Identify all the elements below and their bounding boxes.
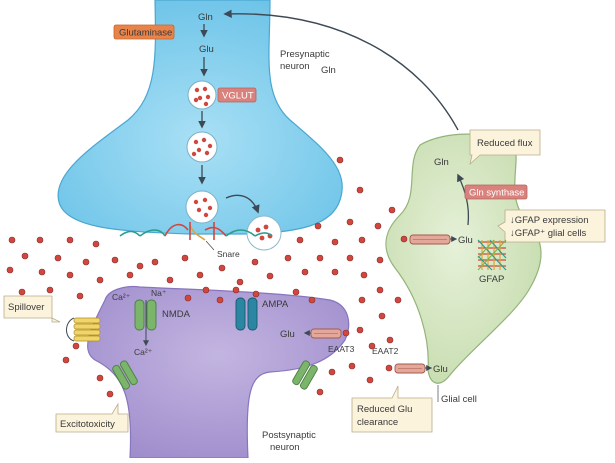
presynaptic-label-1: Presynaptic [280,49,330,60]
gln-synthase-label: Gln synthase [469,188,524,199]
postsynaptic-label-1: Postsynaptic [262,430,316,441]
reduced-flux-callout: Reduced flux [469,129,541,166]
excitotoxicity-callout: Excitotoxicity [55,402,129,433]
ampa-label: AMPA [262,299,289,310]
extrasynaptic-receptor-left [112,360,138,390]
gln-top-label: Gln [198,12,213,23]
gln-synthase-box: Gln synthase [464,184,528,200]
spillover-label: Spillover [8,302,44,313]
nmda-receptor [134,299,157,347]
ampa-receptor [235,297,258,331]
gln-mid-label: Gln [321,65,336,76]
vesicle-2 [186,131,218,163]
snare-leader [205,240,215,251]
excitotoxicity-label: Excitotoxicity [60,419,115,430]
vglut-label: VGLUT [222,91,254,102]
eaat3-transporter [303,328,350,339]
eaat3-label: EAAT3 [328,344,355,354]
presynaptic-label-2: neuron [280,61,310,72]
gfap-label: GFAP [479,274,504,285]
eaat2-label: EAAT2 [372,346,399,356]
reduced-clearance-label-1: Reduced Glu [357,404,412,415]
extrasynaptic-receptor-right [292,360,318,390]
reduced-clearance-callout: Reduced Glu clearance [351,385,433,433]
eaat2-transporter [385,363,433,374]
vesicle-1 [187,80,217,110]
nmda-label: NMDA [162,309,191,320]
reduced-clearance-label-2: clearance [357,417,398,428]
snare-complex [119,222,273,241]
spillover-callout: Spillover [3,295,61,323]
glu-post-label: Glu [280,329,295,340]
vesicle-3 [185,190,219,224]
gfap-filament-mesh [477,239,507,271]
reduced-flux-label: Reduced flux [477,138,533,149]
ca-ion-label: Ca²⁺ [112,292,131,302]
spillover-receptors [66,317,101,342]
ca-inside-label: Ca²⁺ [134,347,153,357]
postsynaptic-label-2: neuron [270,442,300,453]
gfap-expression-label-2: ↓GFAP⁺ glial cells [510,228,587,239]
snare-label: Snare [217,249,240,259]
gln-glial-label: Gln [434,157,449,168]
glial-transporter-upper [400,234,458,245]
glu-pre-label: Glu [199,44,214,55]
glutaminase-label: Glutaminase [119,28,172,39]
vglut-box: VGLUT [217,87,257,103]
gfap-expression-label-1: ↓GFAP expression [510,215,589,226]
glial-cell-body [385,133,542,384]
glu-glial-upper-label: Glu [458,235,473,246]
gln-return-arrow [223,9,459,131]
gfap-expression-callout: ↓GFAP expression ↓GFAP⁺ glial cells [497,209,606,243]
glial-cell-label: Glial cell [441,394,477,405]
glutaminase-box: Glutaminase [113,24,175,40]
na-ion-label: Na⁺ [151,288,167,298]
release-arrow [225,194,260,214]
glu-glial-lower-label: Glu [433,364,448,375]
